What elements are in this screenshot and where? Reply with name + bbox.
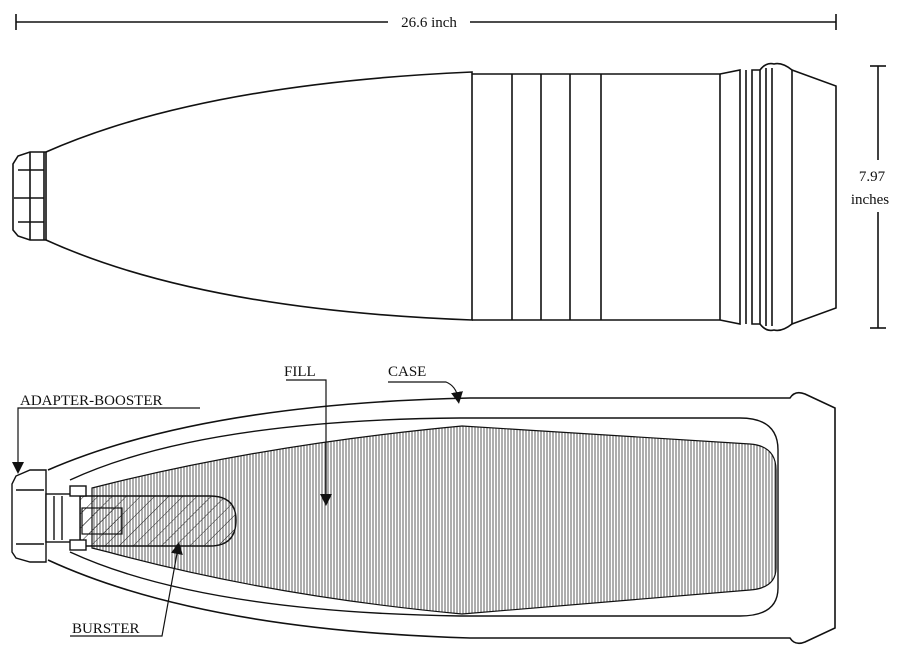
adapter-booster-leader xyxy=(12,407,200,474)
nose-fuze xyxy=(12,151,47,241)
fill-leader xyxy=(286,379,332,506)
cylinder-body xyxy=(472,73,721,321)
case-inner-wall xyxy=(69,417,779,617)
diameter-dimension xyxy=(870,65,886,329)
case-label: CASE xyxy=(388,364,426,380)
fill-label: FILL xyxy=(284,364,316,380)
adapter-booster-label: ADAPTER-BOOSTER xyxy=(20,393,163,409)
exterior-view xyxy=(12,14,886,332)
case-outline xyxy=(47,391,836,645)
burster-core xyxy=(81,507,123,535)
diameter-value: 7.97 xyxy=(859,169,886,185)
adapter-booster xyxy=(11,469,87,563)
case-leader xyxy=(388,381,463,404)
fill-region xyxy=(91,425,777,615)
burster-label: BURSTER xyxy=(72,621,140,637)
leader-lines xyxy=(12,379,463,637)
ogive-body xyxy=(45,71,473,321)
length-label: 26.6 inch xyxy=(401,15,457,31)
length-dimension xyxy=(15,14,837,30)
diameter-unit: inches xyxy=(851,192,889,208)
base-bands xyxy=(719,62,837,332)
cross-section-view xyxy=(11,379,836,645)
burster-leader xyxy=(70,542,183,637)
